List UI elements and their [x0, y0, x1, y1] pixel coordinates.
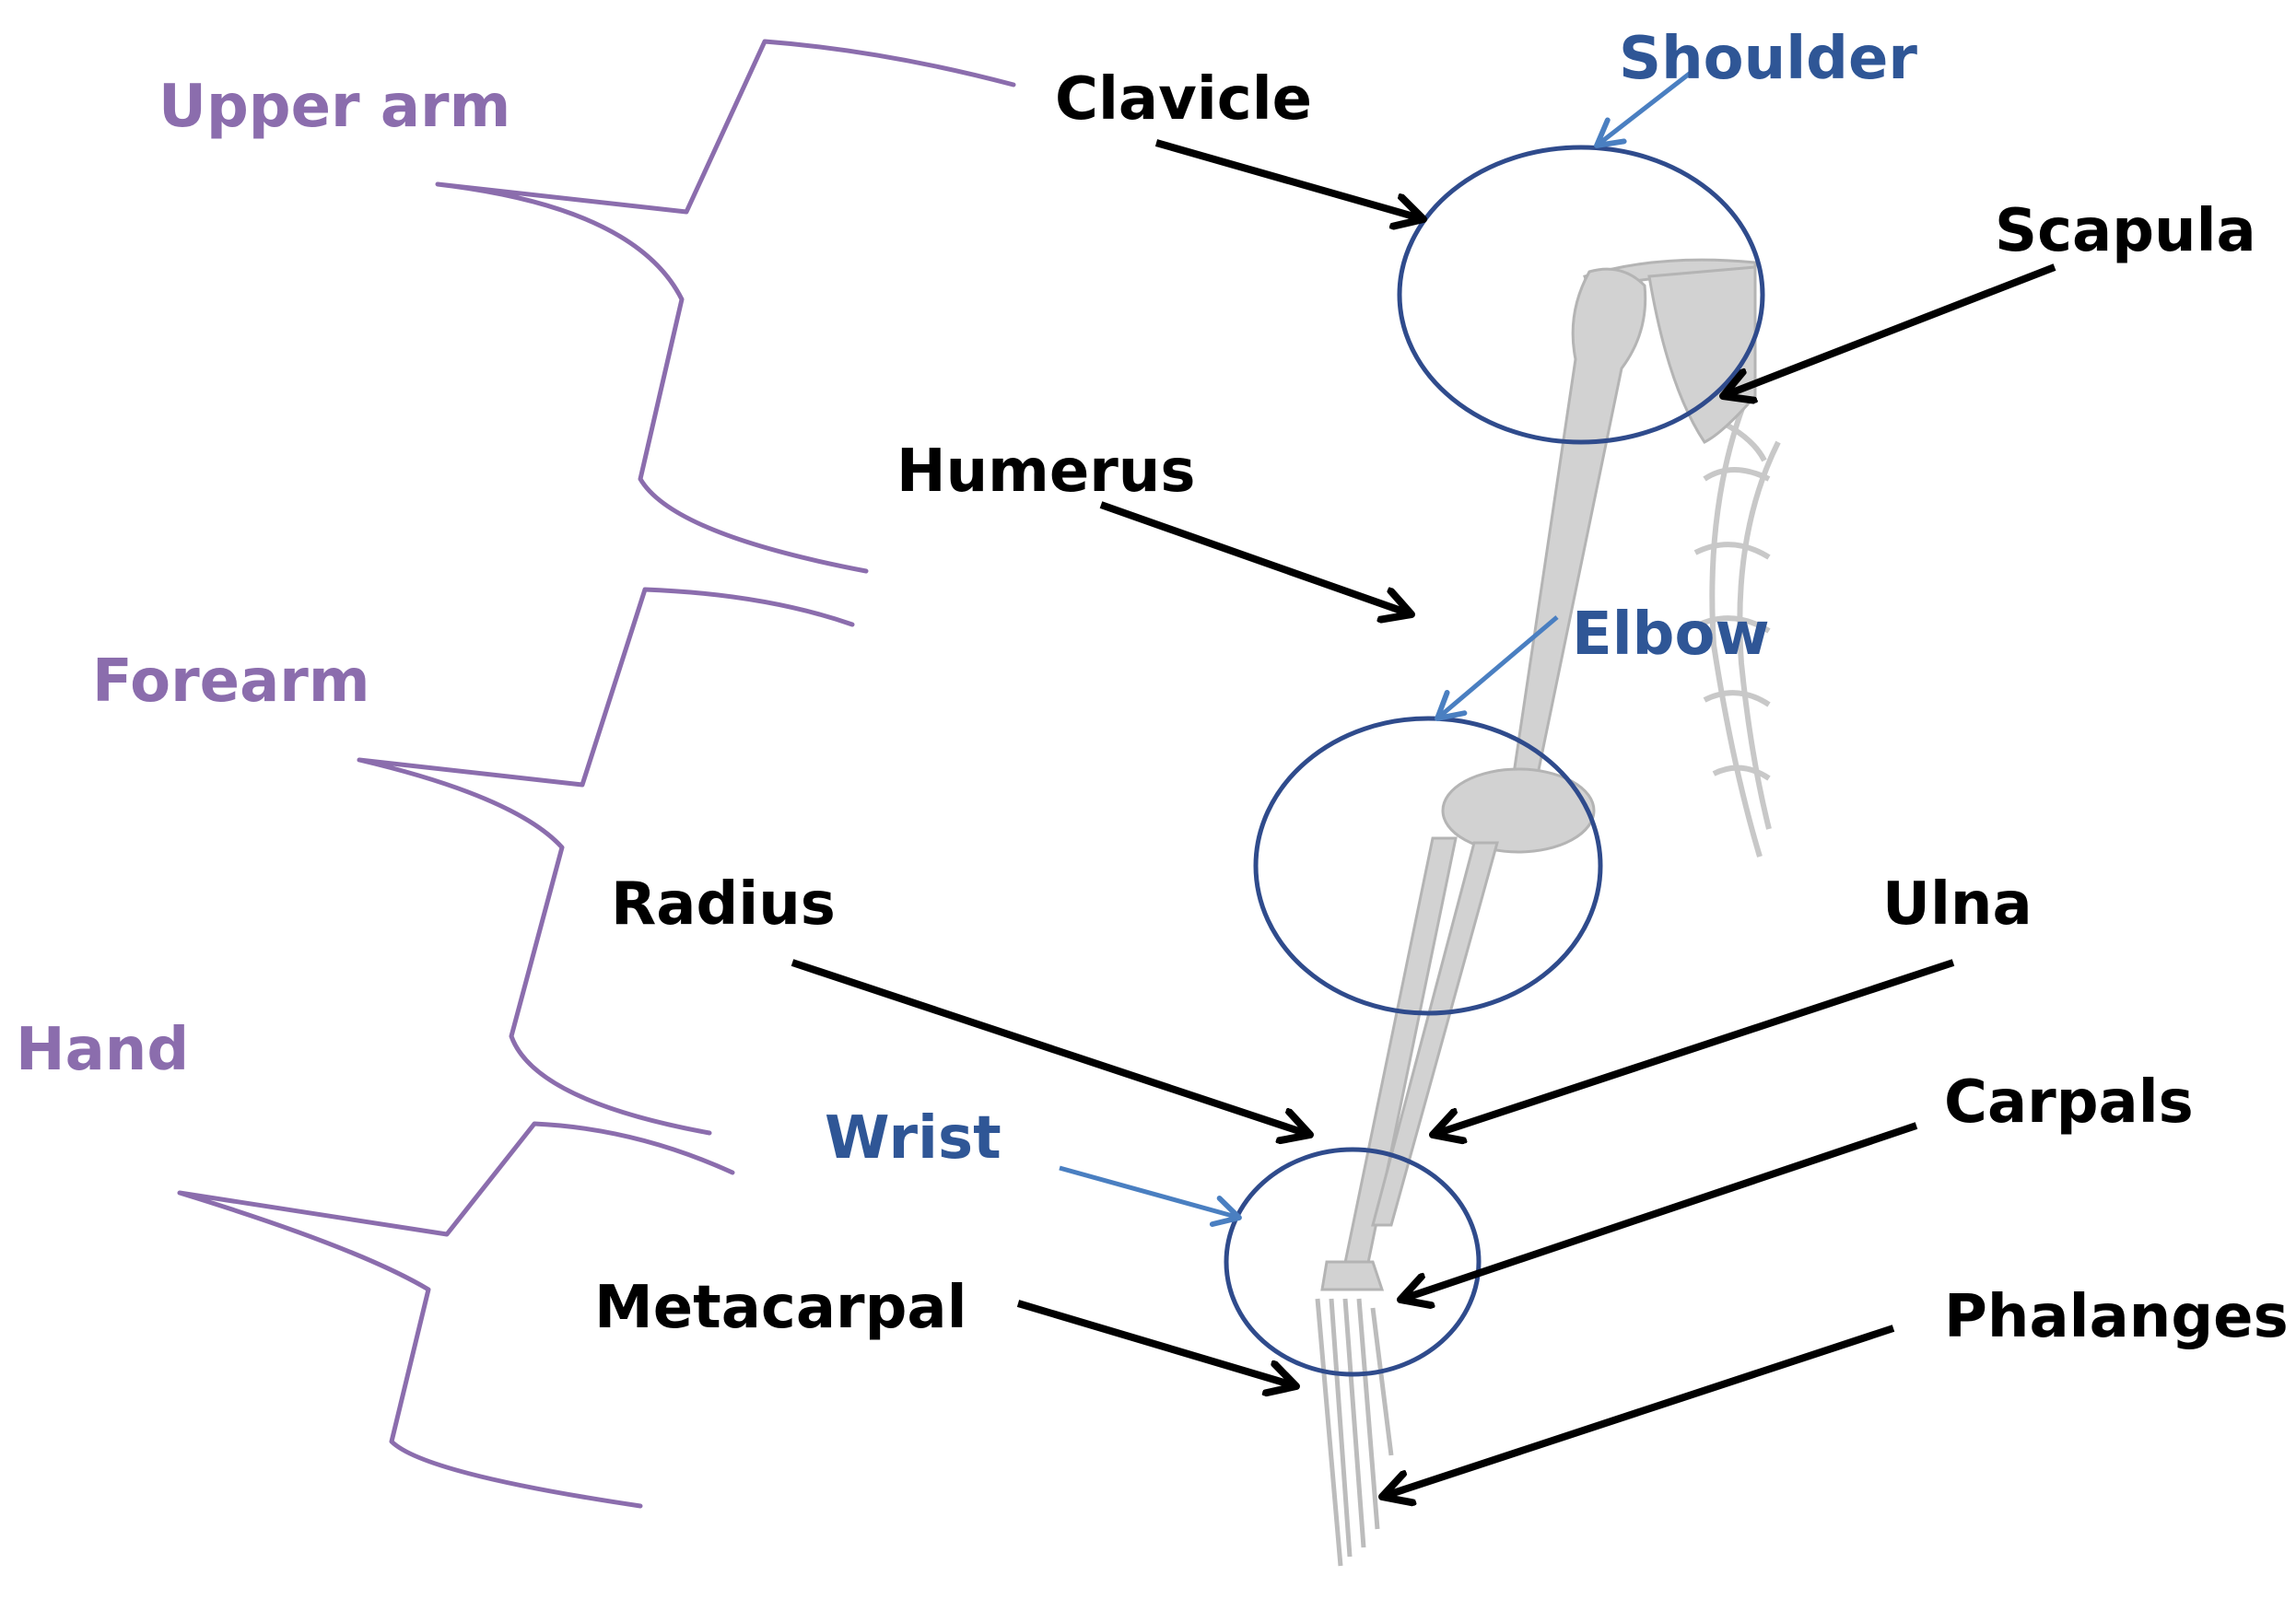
scapula-label: Scapula	[1995, 197, 2256, 265]
radius-pointer	[791, 959, 1310, 1135]
humerus-pointer	[1099, 501, 1412, 614]
wrist-circle	[1224, 1147, 1482, 1377]
humerus-bone	[1509, 267, 1647, 794]
wrist-label: Wrist	[825, 1104, 1002, 1173]
humerus-condyle	[1441, 767, 1596, 854]
ulna-pointer	[1433, 959, 1955, 1135]
radius-label: Radius	[611, 870, 836, 939]
phalanges-label: Phalanges	[1944, 1283, 2289, 1351]
scapula-pointer	[1723, 263, 2056, 396]
carpals-label: Carpals	[1944, 1068, 2194, 1137]
upper-arm-label: Upper arm	[158, 73, 511, 141]
metacarpal-pointer	[1016, 1300, 1296, 1386]
clavicle-pointer	[1154, 139, 1423, 219]
phalanges-pointer	[1382, 1325, 1895, 1497]
rib-cage	[1693, 385, 1781, 858]
hand-bracket	[177, 1121, 735, 1509]
humerus-label: Humerus	[896, 438, 1196, 506]
region-brackets	[177, 39, 1016, 1509]
shoulder-label: Shoulder	[1619, 25, 1917, 93]
carpals-pointer	[1400, 1122, 1918, 1300]
wrist-pointer	[1059, 1165, 1242, 1227]
forearm-bracket	[357, 587, 855, 1136]
hand-bones	[1315, 1298, 1394, 1567]
upper-arm-bracket	[435, 39, 1016, 574]
clavicle-label: Clavicle	[1055, 65, 1313, 134]
shoulder-circle	[1397, 145, 1765, 445]
elbow-circle	[1253, 716, 1603, 1016]
bone-pointers	[791, 139, 2056, 1497]
elbow-pointer	[1435, 615, 1559, 721]
joint-circles	[1224, 145, 1765, 1377]
ulna-label: Ulna	[1882, 870, 2032, 939]
hand-label: Hand	[16, 1016, 190, 1084]
forearm-label: Forearm	[92, 648, 370, 716]
ulna-bone	[1371, 841, 1499, 1227]
elbow-label: Elbow	[1572, 601, 1770, 669]
metacarpal-label: Metacarpal	[594, 1274, 967, 1342]
carpal-bones	[1320, 1260, 1385, 1291]
joint-pointers	[1059, 67, 1697, 1227]
shoulder-pointer	[1594, 67, 1697, 148]
radius-bone	[1339, 836, 1458, 1287]
